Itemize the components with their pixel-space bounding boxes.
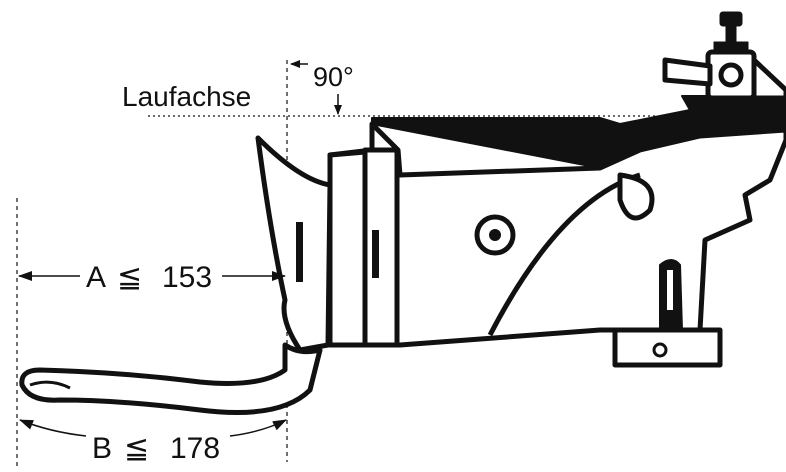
dimension-a-value: 153	[162, 261, 212, 294]
dimension-b-value: 178	[170, 432, 220, 465]
angle-label: 90°	[313, 62, 354, 92]
dimension-a-relation: ≦	[117, 261, 142, 294]
dimension-a-letter: A	[86, 261, 106, 294]
dimension-b-letter: B	[92, 432, 112, 465]
dimension-a: A ≦ 153	[18, 261, 286, 294]
barrel-axis-label: Laufachse	[122, 81, 251, 112]
dimension-b: B ≦ 178	[19, 419, 287, 465]
dimension-b-relation: ≦	[124, 432, 149, 465]
pistol-body	[19, 11, 786, 415]
rear-sight	[662, 11, 786, 101]
